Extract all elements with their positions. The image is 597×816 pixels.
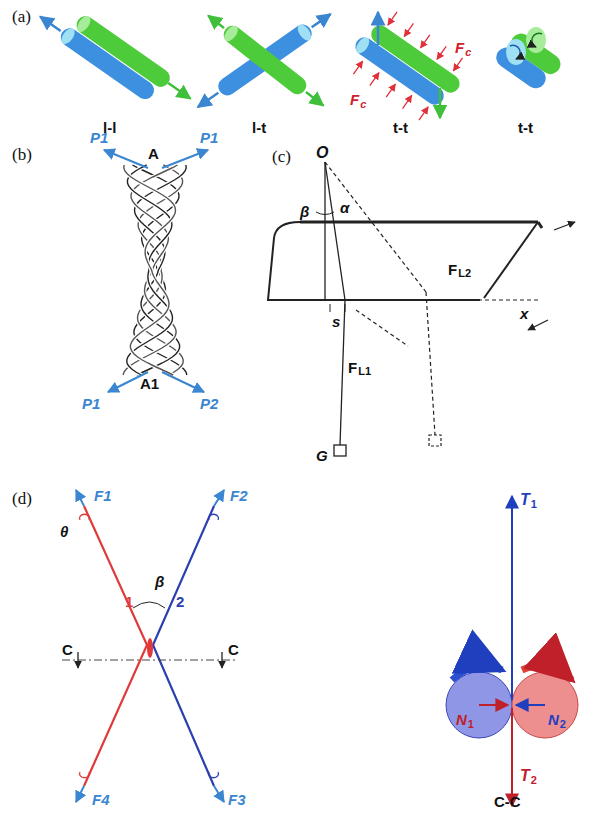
force-label: P1 <box>90 130 108 145</box>
subscript: 2 <box>531 775 537 786</box>
force-label: F <box>348 360 357 375</box>
arrangement-label: t-t <box>518 120 533 135</box>
angle-label: α <box>340 200 349 215</box>
tension-label: T <box>520 768 530 784</box>
force-label: P1 <box>82 396 100 411</box>
yarn-strand <box>124 165 176 375</box>
force-label: F <box>448 262 457 277</box>
dimension-label: s <box>332 314 340 329</box>
tension-label: T <box>520 492 530 508</box>
force-label: P2 <box>200 396 218 411</box>
force-label: F3 <box>228 792 246 807</box>
yarn-number: 1 <box>125 594 133 609</box>
subscript: 1 <box>531 499 537 510</box>
weight-label: G <box>316 448 328 463</box>
arrangement-label: t-t <box>393 120 408 135</box>
force-label: F1 <box>94 488 112 503</box>
point-label: A <box>148 146 159 161</box>
panel-label: (c) <box>272 148 291 165</box>
normal-force-label: N <box>548 712 559 727</box>
angle-label: θ <box>60 524 68 539</box>
angle-label: β <box>155 574 164 589</box>
subscript: c <box>360 99 366 110</box>
section-label: C-C <box>494 794 521 809</box>
subscript: 1 <box>468 719 474 730</box>
normal-force-label: N <box>456 712 467 727</box>
yarn-number: 2 <box>176 594 184 609</box>
subscript: L2 <box>458 268 471 279</box>
panel-label: (a) <box>12 8 31 25</box>
force-label: F4 <box>92 792 110 807</box>
force-label: F <box>350 92 359 107</box>
subscript: L1 <box>358 366 371 377</box>
section-label: C <box>228 642 239 657</box>
yarn-strand <box>123 165 177 375</box>
point-label: A1 <box>140 376 159 391</box>
panel-label: (b) <box>12 146 32 163</box>
point-label: O <box>316 145 328 161</box>
section-label: C <box>62 642 73 657</box>
panel-label: (d) <box>12 490 32 507</box>
angle-label: β <box>300 204 309 219</box>
subscript: c <box>465 47 471 58</box>
subscript: 2 <box>560 719 566 730</box>
force-label: F2 <box>230 488 248 503</box>
arrangement-label: l-t <box>252 120 266 135</box>
force-label: F <box>455 40 464 55</box>
dimension-label: x <box>520 306 528 321</box>
force-label: P1 <box>200 130 218 145</box>
